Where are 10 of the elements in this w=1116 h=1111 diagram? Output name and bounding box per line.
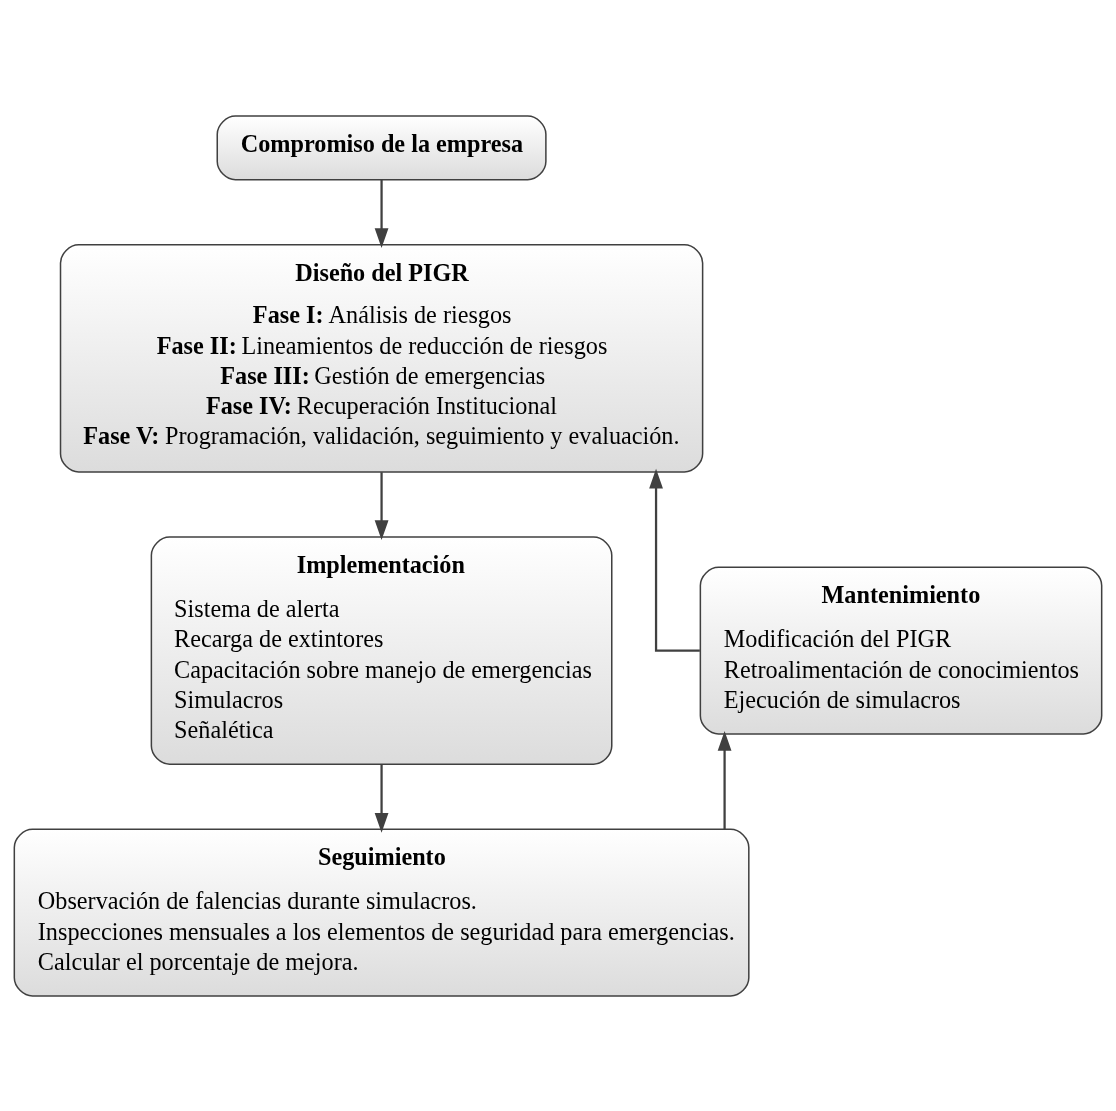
arrow [374,763,389,833]
arrow [374,471,389,540]
node-box: Implementación Sistema de alerta Recarga de extintores Capacitación sobre manejo de emergencias Simulacros Señalética [150,535,613,765]
node-box: Seguimiento Observación de falencias durante simulacros. Inspecciones mensuales a los elementos de seguridad para emergencias. Calcular el porcentaje de mejora. [13,828,750,997]
arrow [717,730,732,829]
arrow [649,468,700,652]
arrow [374,179,389,248]
node-box: Diseño del PIGR Fase I: Análisis de riesgos Fase II: Lineamientos de reducción de riesgos Fase III: Gestión de emergencias Fase IV: Recuperación Institucional Fase V: Programación, validación, seguimiento y evaluación. [59,243,704,473]
node-box: Compromiso de la empresa [216,114,547,180]
node-box: Mantenimiento Modificación del PIGR Retroalimentación de conocimientos Ejecución de simulacros [699,566,1103,735]
